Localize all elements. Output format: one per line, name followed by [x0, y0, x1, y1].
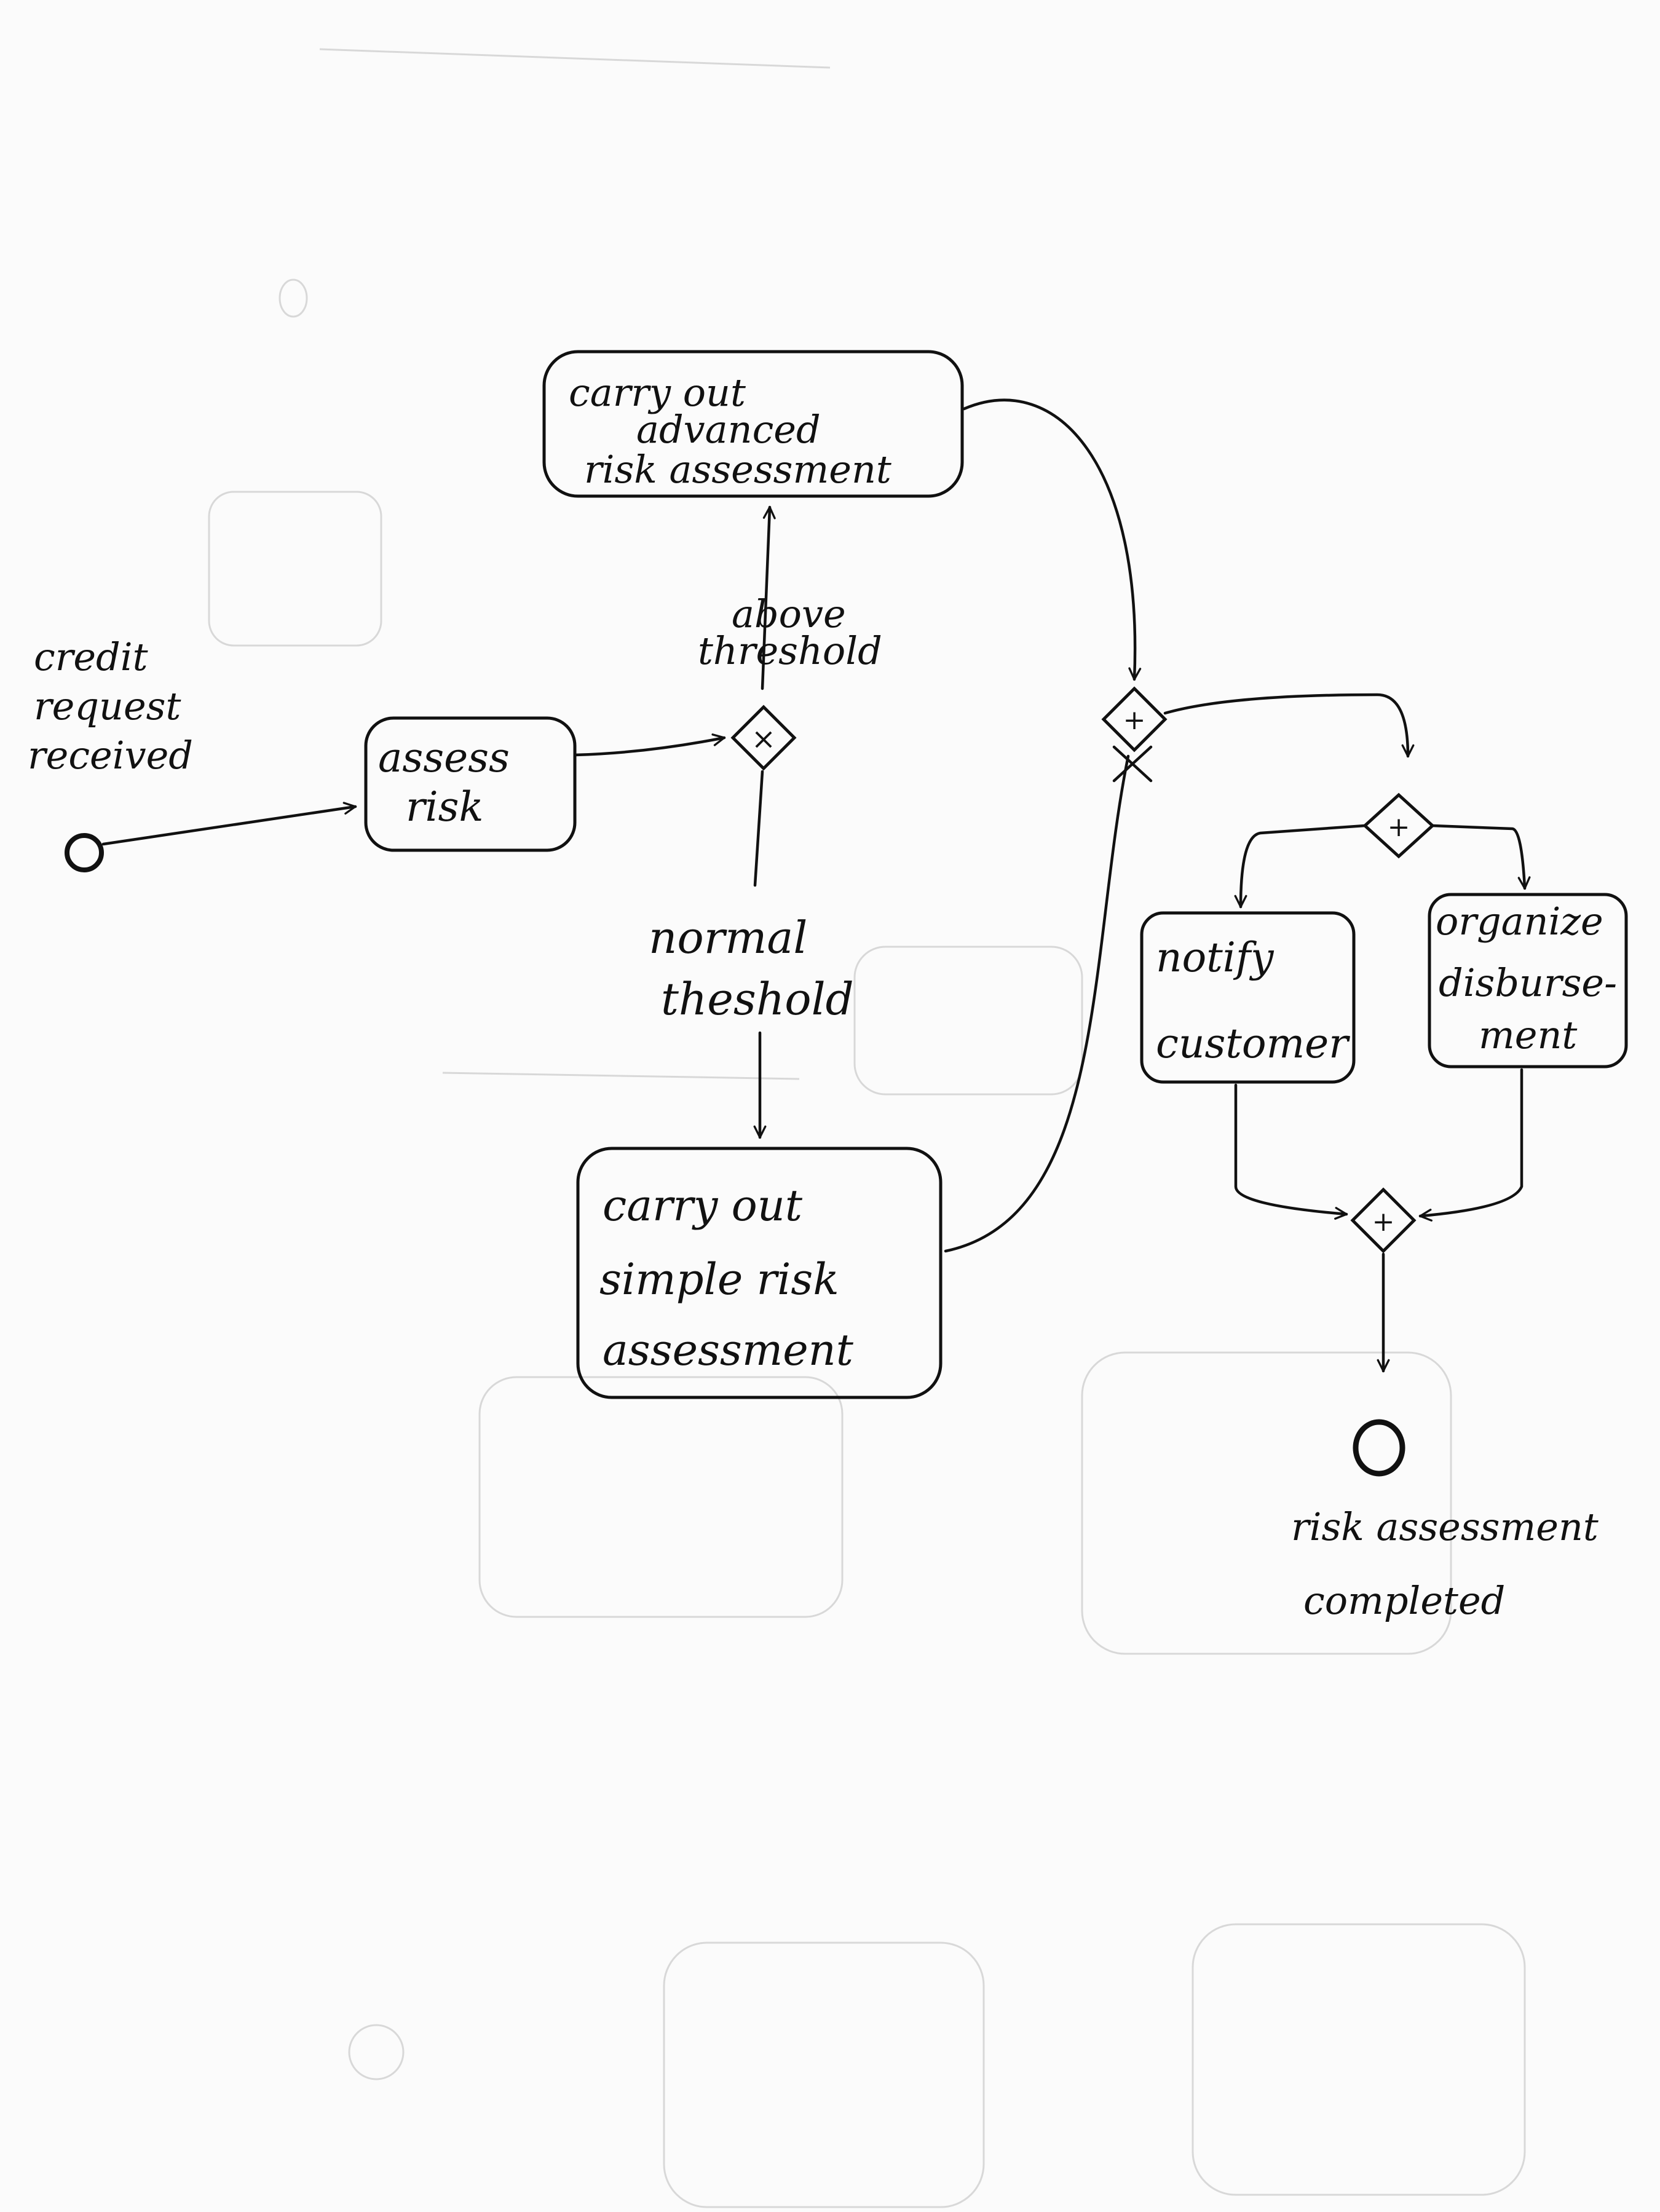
flow-start-to-assess — [101, 807, 355, 846]
flow-gateway-to-simple — [753, 770, 764, 887]
paper-show-through — [208, 48, 1526, 2208]
task-simple-label: carry out simple risk assessment — [599, 1180, 854, 1375]
flow-disburse-to-join — [1420, 1068, 1524, 1216]
svg-text:+: + — [1388, 812, 1410, 843]
condition-above-threshold: above threshold — [698, 591, 882, 673]
svg-text:+: + — [1123, 705, 1146, 736]
flow-fork-to-notify — [1241, 824, 1367, 909]
end-event — [1353, 1419, 1405, 1477]
task-advanced-label: carry out advanced risk assessment — [569, 370, 891, 492]
flow-simple-to-merge — [944, 754, 1130, 1253]
task-notify-label: notify customer — [1156, 934, 1350, 1067]
parallel-join-gateway: + — [1350, 1187, 1417, 1254]
flow-assess-to-gateway — [573, 738, 724, 757]
task-notify-customer — [1140, 911, 1356, 1084]
sequence-flows — [101, 398, 1525, 1373]
task-advanced-risk-assessment — [542, 350, 964, 498]
flow-notify-to-join — [1234, 1083, 1346, 1214]
parallel-fork-gateway: + — [1362, 792, 1435, 859]
merge-marker-lines — [1112, 745, 1153, 783]
task-assess-risk-label: assess risk — [378, 734, 523, 831]
task-assess-risk — [364, 716, 577, 852]
task-organize-disbursement — [1428, 893, 1628, 1068]
svg-text:×: × — [751, 722, 776, 756]
parallel-merge-gateway: + — [1101, 686, 1168, 752]
task-simple-risk-assessment — [576, 1147, 943, 1399]
flow-fork-to-disburse — [1431, 824, 1525, 888]
task-disburse-label: organize disburse- ment — [1436, 899, 1629, 1057]
start-event-label: credit request received — [28, 634, 193, 778]
flow-gateway-to-advanced — [761, 507, 770, 690]
start-event — [65, 833, 104, 872]
condition-normal-threshold: normal theshold — [649, 912, 854, 1025]
svg-text:+: + — [1372, 1206, 1395, 1238]
flow-advanced-to-merge — [962, 398, 1135, 679]
exclusive-gateway: × — [730, 705, 797, 771]
flow-merge-to-fork — [1163, 693, 1408, 758]
end-event-label: risk assessment completed — [1291, 1504, 1611, 1623]
